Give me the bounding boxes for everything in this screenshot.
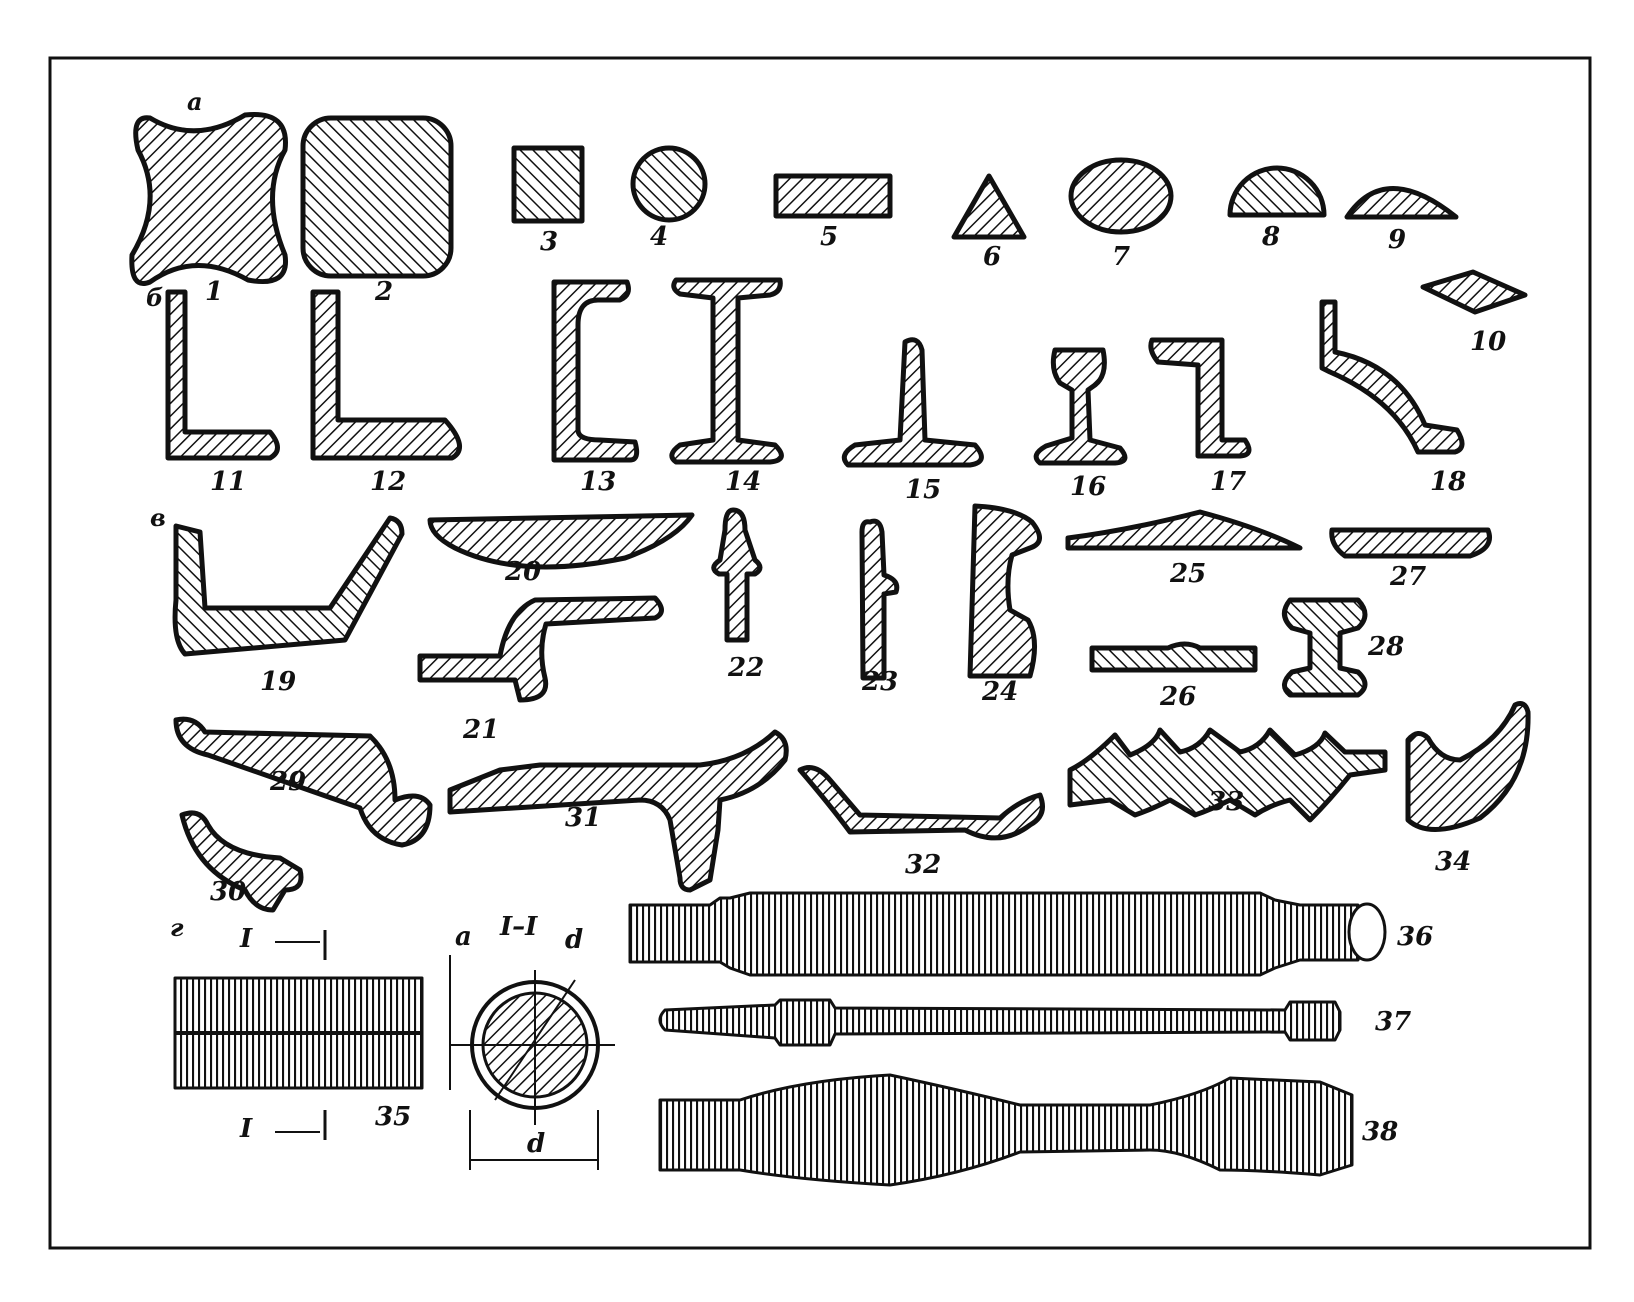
profile-15-tee <box>841 337 984 468</box>
profile-37-axle <box>658 998 1342 1047</box>
profile-10-rhombus <box>1420 269 1528 315</box>
profile-30-small-curve <box>179 810 304 913</box>
profile-31-wide-tee <box>447 729 789 893</box>
profile-2-square-billet <box>300 115 454 279</box>
profile-38-variable-shaft <box>658 1073 1354 1187</box>
profile-16-rail <box>1033 347 1128 466</box>
profile-32-curved-strip <box>797 765 1045 841</box>
profile-5-flat <box>773 173 893 219</box>
label-13: 13 <box>580 467 616 497</box>
label-38: 38 <box>1362 1117 1398 1147</box>
profile-6-triangle <box>951 173 1027 240</box>
label-33: 33 <box>1208 787 1244 817</box>
label-8: 8 <box>1261 222 1280 252</box>
dim-d-label: d <box>565 925 583 955</box>
profile-17-zee <box>1148 337 1252 459</box>
label-3: 3 <box>540 227 558 257</box>
profile-21-stepped <box>417 595 664 703</box>
label-2: 2 <box>374 277 393 307</box>
dim-a-label: a <box>455 922 472 952</box>
label-10: 10 <box>1470 327 1506 357</box>
label-6: 6 <box>983 242 1001 272</box>
profile-8-half-round <box>1227 165 1327 218</box>
profile-25-ridge-strip <box>1065 509 1303 551</box>
label-7: 7 <box>1112 242 1130 272</box>
label-4: 4 <box>650 222 668 252</box>
label-1: 1 <box>205 277 223 307</box>
label-22: 22 <box>727 653 764 683</box>
group-label-b: б <box>146 283 163 312</box>
profile-23-strip-bulb <box>859 518 900 681</box>
profile-20-curved-flat <box>427 512 695 570</box>
profile-22-arrow-section <box>711 507 763 643</box>
label-19: 19 <box>260 667 296 697</box>
profile-1-cross-bloom <box>129 111 289 286</box>
profile-11-equal-angle <box>165 289 280 461</box>
profile-12-unequal-angle <box>310 289 462 461</box>
figure-border <box>48 56 1592 1250</box>
profile-13-channel <box>551 279 640 463</box>
profile-26-bulb-flat <box>1089 641 1258 673</box>
profile-34-crescent <box>1405 701 1531 832</box>
label-11: 11 <box>210 467 246 497</box>
label-27: 27 <box>1389 562 1426 592</box>
label-17: 17 <box>1210 467 1246 497</box>
label-20: 20 <box>504 557 541 587</box>
label-23: 23 <box>861 667 898 697</box>
profile-36-roll-shaft <box>628 891 1372 977</box>
profile-33-corrugated <box>1067 727 1388 823</box>
label-35: 35 <box>375 1102 411 1132</box>
label-30: 30 <box>210 877 246 907</box>
profile-18-curved-angle <box>1319 299 1465 455</box>
profile-36-roll-end <box>1347 902 1387 962</box>
label-9: 9 <box>1388 225 1406 255</box>
label-21: 21 <box>462 715 499 745</box>
cut-mark-bottom-label: I <box>239 1114 253 1144</box>
cut-mark-top-label: I <box>239 924 253 954</box>
label-31: 31 <box>565 803 601 833</box>
label-15: 15 <box>905 475 941 505</box>
profile-29-hook-rail <box>173 716 433 848</box>
label-29: 29 <box>269 767 306 797</box>
label-24: 24 <box>981 677 1018 707</box>
label-26: 26 <box>1159 682 1196 712</box>
label-34: 34 <box>1435 847 1471 877</box>
profile-9-segment <box>1344 186 1459 220</box>
profile-28-h-section <box>1282 597 1368 698</box>
profile-24-window-frame <box>967 503 1042 679</box>
label-16: 16 <box>1070 472 1106 502</box>
profile-4-round <box>630 145 708 223</box>
dim-d1-label: d <box>527 1129 545 1159</box>
label-37: 37 <box>1375 1007 1411 1037</box>
label-5: 5 <box>820 222 838 252</box>
profile-7-oval <box>1068 157 1174 235</box>
group-label-a: а <box>187 87 203 116</box>
label-28: 28 <box>1367 632 1404 662</box>
profile-3-square <box>511 145 585 224</box>
label-14: 14 <box>725 467 761 497</box>
label-36: 36 <box>1397 922 1433 952</box>
group-label-c: в <box>150 503 166 532</box>
label-25: 25 <box>1169 559 1206 589</box>
profile-14-i-beam <box>669 277 784 465</box>
profile-19-bent-section <box>172 515 405 657</box>
group-label-d: г <box>170 913 184 942</box>
label-32: 32 <box>905 850 941 880</box>
profile-27-tapered-flat <box>1329 527 1492 559</box>
section-title: I–I <box>499 912 538 942</box>
label-18: 18 <box>1430 467 1466 497</box>
label-12: 12 <box>370 467 406 497</box>
